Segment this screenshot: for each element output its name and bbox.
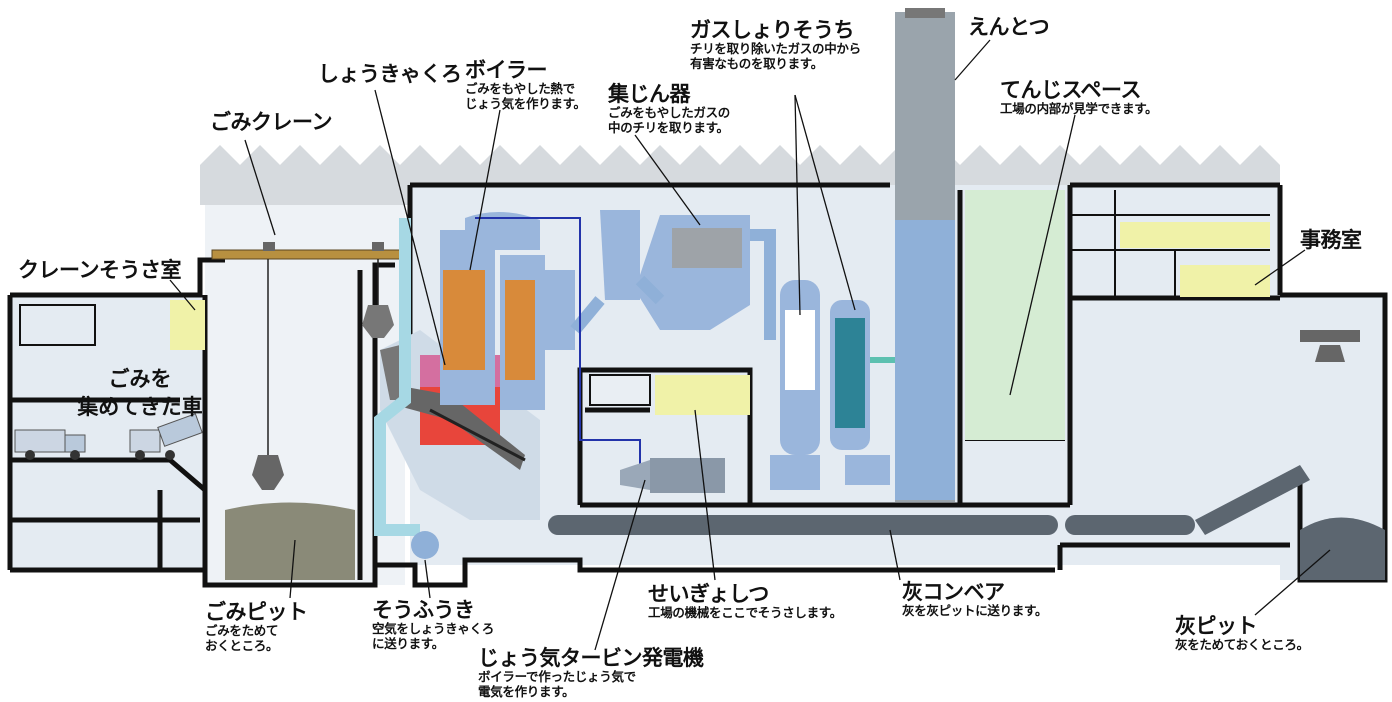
crane-rail (211, 249, 403, 260)
garbage-pit-label: ごみピット ごみをためて おくところ。 (205, 600, 308, 653)
office-room (1180, 265, 1270, 297)
garbage-trucks-label: ごみを 集めてきた車 (77, 367, 203, 420)
blower-label: そうふうき 空気をしょうきゃくろ に送ります。 (372, 598, 495, 651)
office-window (1120, 222, 1270, 248)
garbage-truck (129, 413, 203, 460)
gas-treatment-label: ガスしょりそうち チリを取り除いたガスの中から 有害なものを取ります。 (690, 18, 861, 71)
control-room-label: せいぎょしつ 工場の機械をここでそうさします。 (648, 582, 842, 621)
crane-grabber (252, 455, 284, 490)
ash-pit-pile (1300, 517, 1385, 580)
chimney-label: えんとつ (968, 15, 1050, 39)
crane-room-label: クレーンそうさ室 (18, 258, 181, 282)
blower-fan (411, 531, 439, 559)
garbage-truck (14, 429, 86, 460)
garbage-crane-label: ごみクレーン (210, 110, 332, 134)
garbage-pit-gravel (225, 510, 355, 580)
incinerator-label: しょうきゃくろ (318, 62, 462, 86)
leader-lines (169, 39, 1331, 651)
turbine-generator (650, 458, 725, 493)
ash-conveyor-label: 灰コンベア 灰を灰ピットに送ります。 (902, 580, 1048, 619)
boiler-tubes (443, 270, 485, 370)
roof-sawtooth (200, 145, 1280, 190)
display-space-area (965, 190, 1065, 440)
office-label: 事務室 (1300, 228, 1362, 252)
control-room-window (655, 375, 750, 415)
dust-collector-label: 集じん器 ごみをもやしたガスの 中のチリを取ります。 (608, 82, 731, 135)
crane-room-window (170, 300, 205, 350)
display-space-label: てんじスペース 工場の内部が見学できます。 (1000, 78, 1158, 117)
ash-pit-label: 灰ピット 灰をためておくところ。 (1175, 614, 1309, 653)
turbine-label: じょう気タービン発電機 ボイラーで作ったじょう気で 電気を作ります。 (478, 646, 704, 699)
ash-conveyor (548, 515, 1058, 535)
building-walls (7, 182, 1388, 588)
blower-duct (374, 218, 420, 536)
boiler-label: ボイラー ごみをもやした熱で じょう気を作ります。 (465, 58, 586, 111)
ash-conveyor-incline (1195, 465, 1310, 535)
